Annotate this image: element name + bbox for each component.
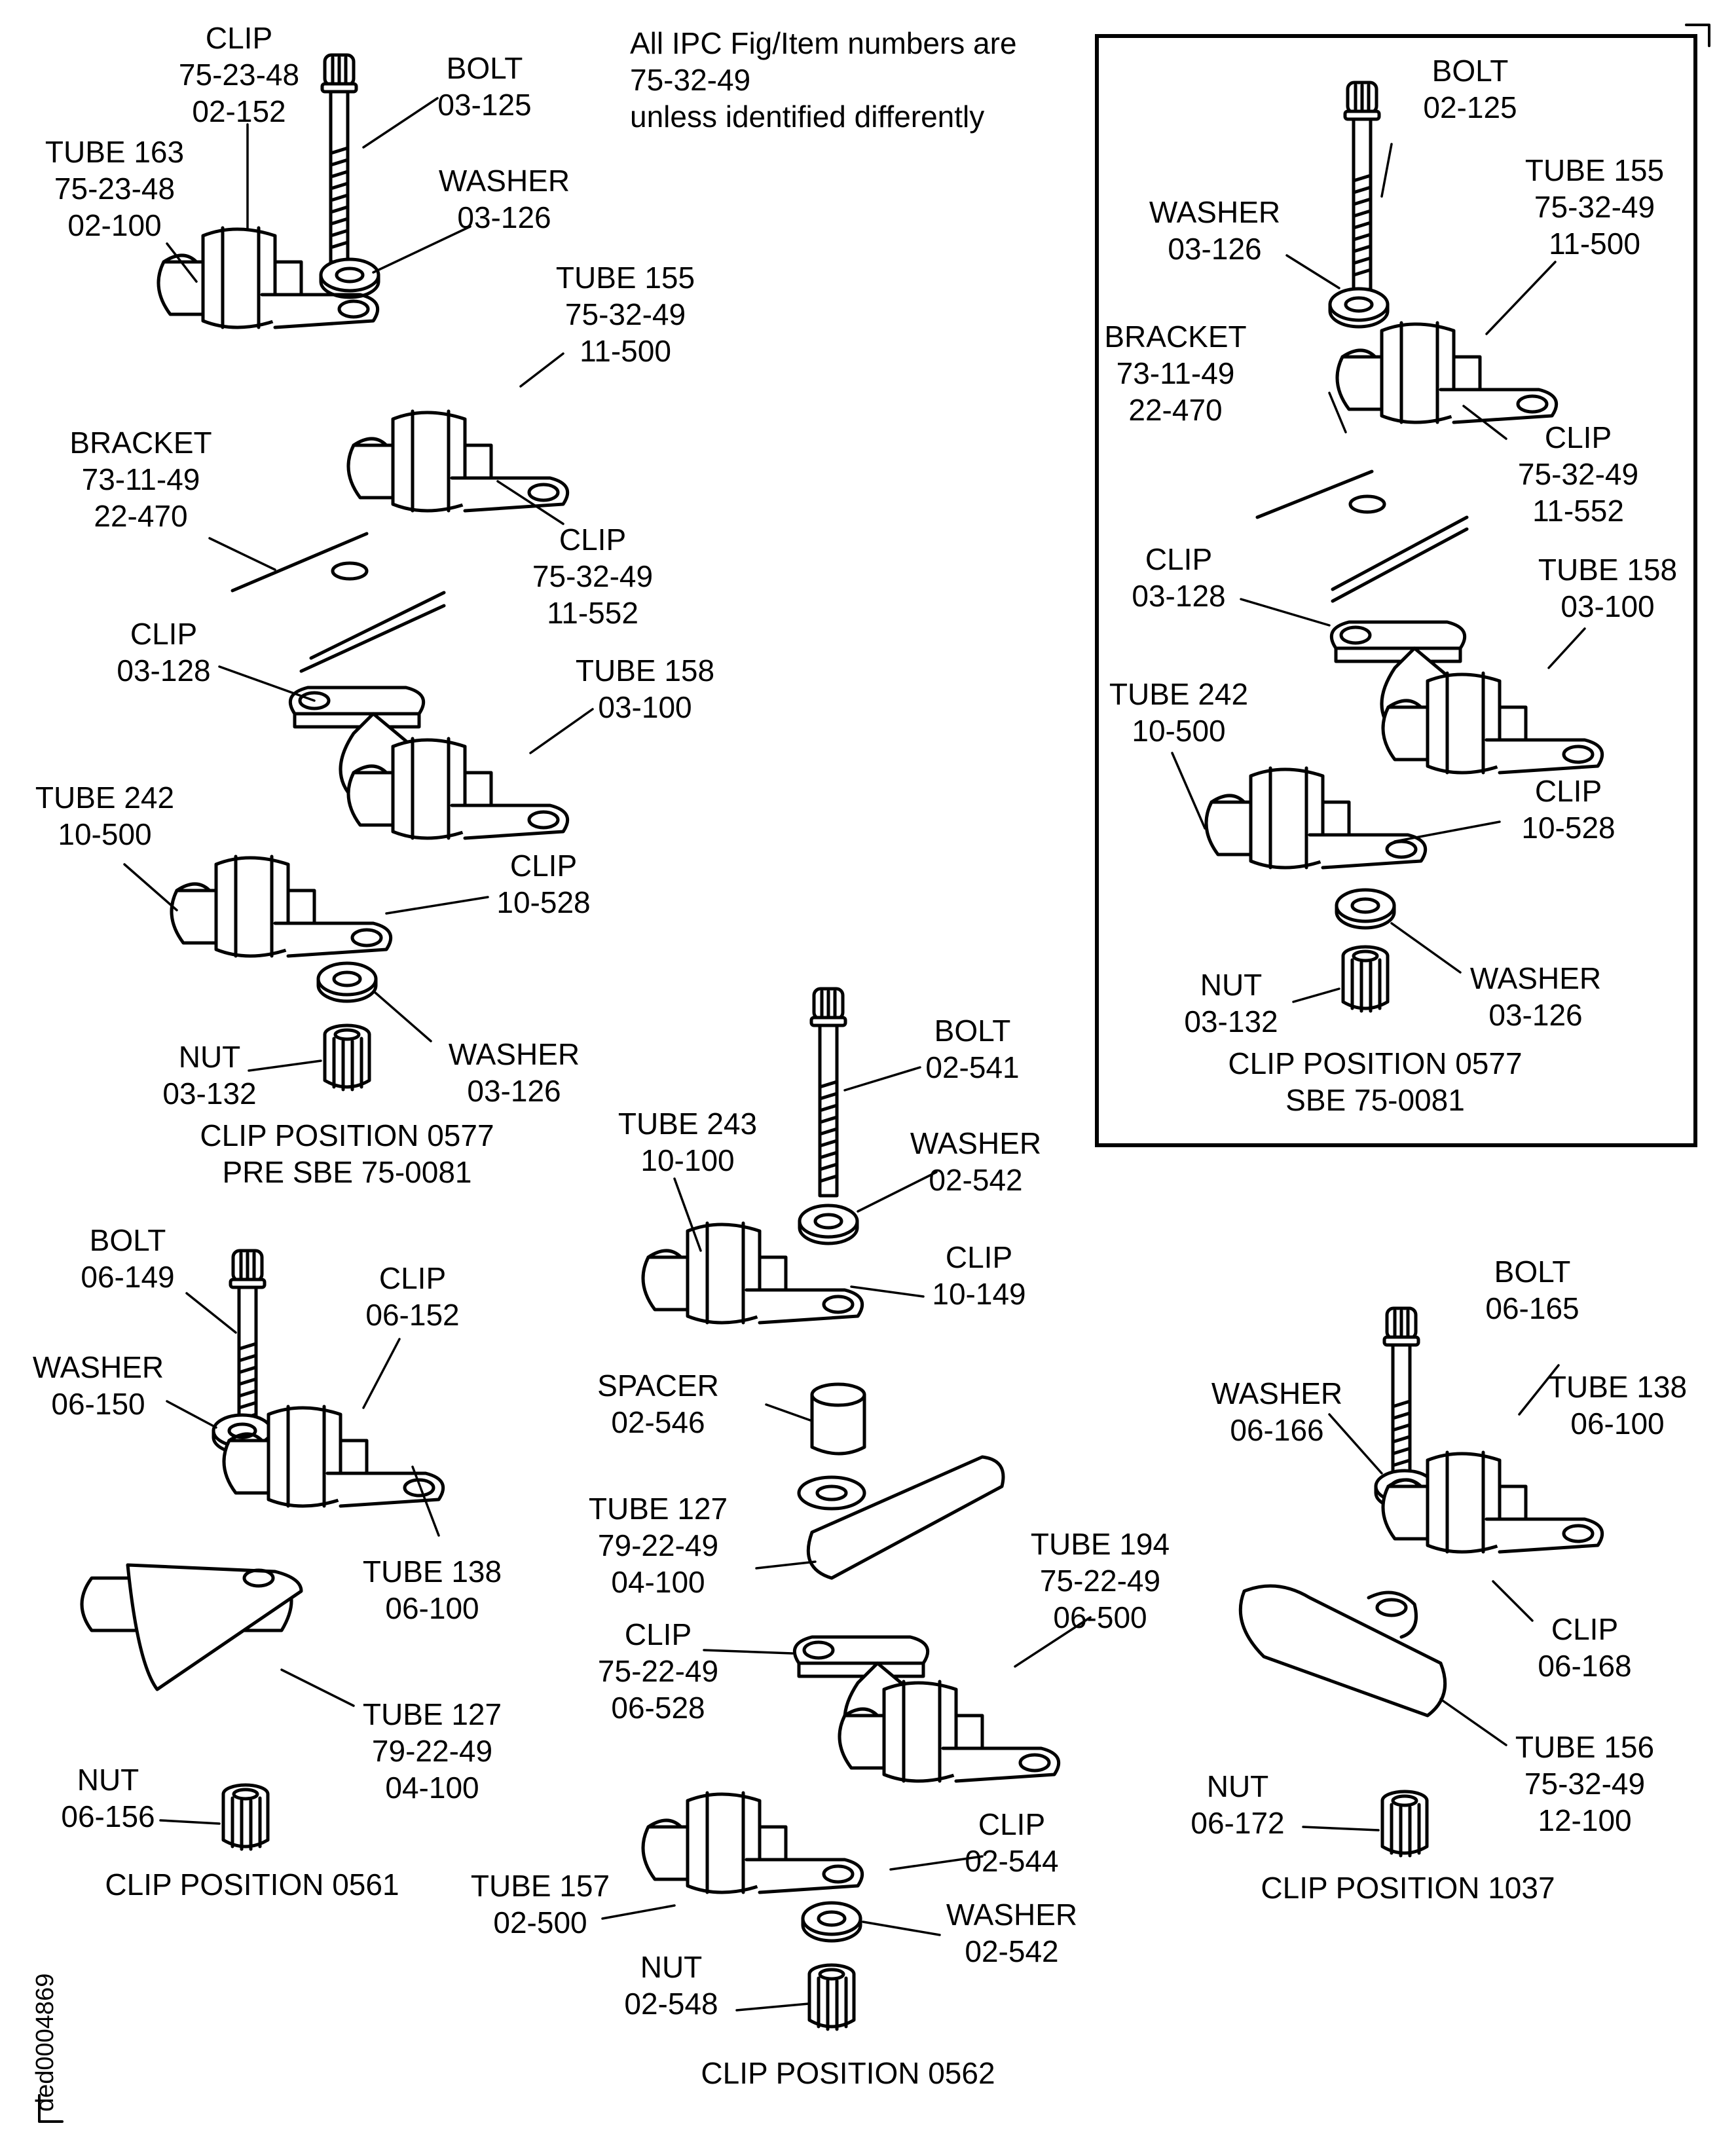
leader-lines-1037 xyxy=(1302,1364,1560,1831)
leader-lines-pre-sbe xyxy=(123,97,594,1072)
assembly-1037 xyxy=(1238,1308,1602,1856)
general-note: All IPC Fig/Item numbers are 75-32-49 un… xyxy=(630,26,1017,134)
document-id: ded0004869 xyxy=(31,1973,59,2112)
caption-0562: CLIP POSITION 0562 xyxy=(701,2056,995,2090)
caption-1037: CLIP POSITION 1037 xyxy=(1261,1871,1555,1905)
assembly-pre-sbe xyxy=(158,55,568,1090)
leader-lines-0562 xyxy=(601,1066,1092,2012)
sbe-inset-frame xyxy=(1095,34,1697,1147)
caption-0561: CLIP POSITION 0561 xyxy=(105,1867,399,1902)
leader-lines-0561 xyxy=(159,1292,440,1825)
assembly-sbe xyxy=(1206,83,1602,1011)
assembly-0562 xyxy=(643,989,1059,2029)
crop-marks xyxy=(38,24,1710,2123)
assembly-0561 xyxy=(80,1251,443,1849)
leader-lines-sbe xyxy=(1171,143,1586,1003)
